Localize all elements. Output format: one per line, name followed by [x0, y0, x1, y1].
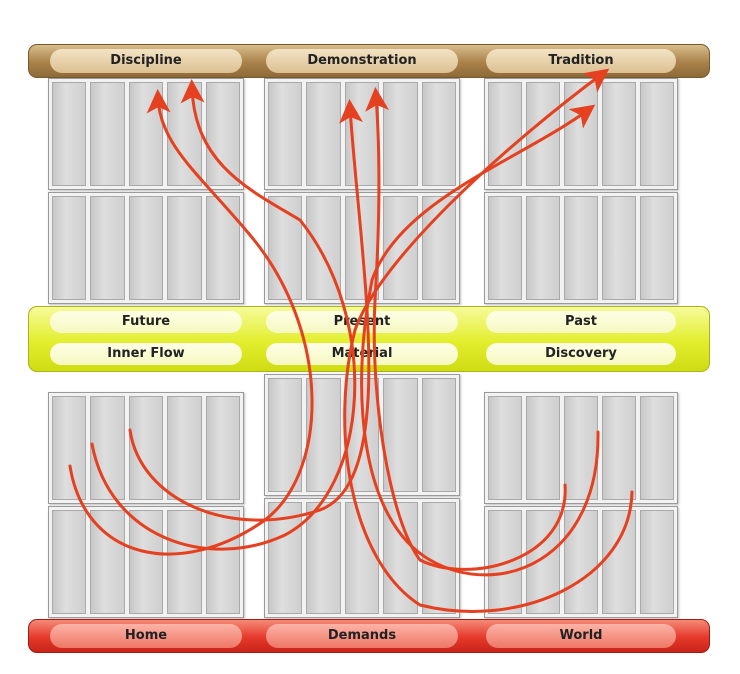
block-lower-center-1	[264, 374, 460, 496]
block-lower-right-2	[484, 506, 678, 618]
block-lower-left-2	[48, 506, 244, 618]
block-lower-right-1	[484, 392, 678, 504]
label-home: Home	[50, 624, 242, 648]
label-world: World	[486, 624, 676, 648]
label-future: Future	[50, 311, 242, 333]
block-lower-left-1	[48, 392, 244, 504]
block-upper-center-1	[264, 78, 460, 190]
label-discovery: Discovery	[486, 343, 676, 365]
label-inner-flow: Inner Flow	[50, 343, 242, 365]
block-upper-right-1	[484, 78, 678, 190]
block-upper-left-1	[48, 78, 244, 190]
label-material: Material	[266, 343, 458, 365]
block-upper-center-2	[264, 192, 460, 304]
label-discipline: Discipline	[50, 49, 242, 73]
label-present: Present	[266, 311, 458, 333]
label-tradition: Tradition	[486, 49, 676, 73]
label-demonstration: Demonstration	[266, 49, 458, 73]
block-upper-right-2	[484, 192, 678, 304]
label-demands: Demands	[266, 624, 458, 648]
block-upper-left-2	[48, 192, 244, 304]
label-past: Past	[486, 311, 676, 333]
block-lower-center-2	[264, 498, 460, 618]
